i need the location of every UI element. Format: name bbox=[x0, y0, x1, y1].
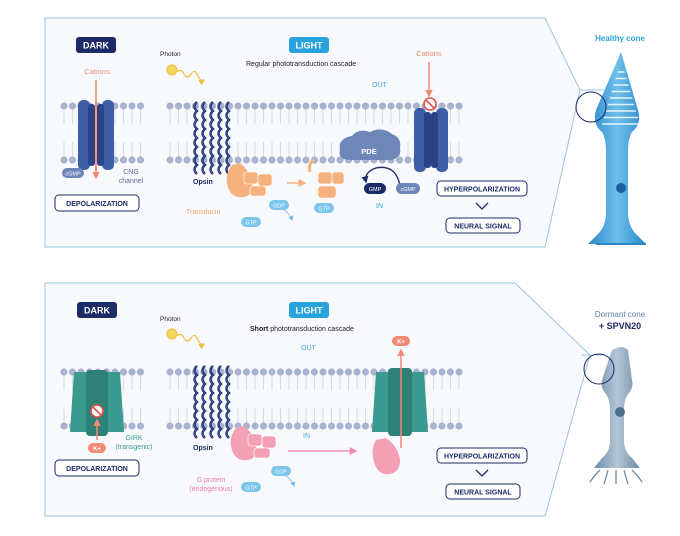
g-protein bbox=[230, 426, 277, 461]
gmp-label: GMP bbox=[369, 187, 382, 193]
depolarization-box-bottom bbox=[54, 459, 140, 477]
photon-label-bottom: Photon bbox=[160, 316, 181, 323]
gtp-pill-b bbox=[314, 203, 334, 213]
k-label-left: K+ bbox=[93, 447, 101, 453]
gtp-pill-a bbox=[241, 217, 261, 227]
light-badge-bottom-label: LIGHT bbox=[296, 306, 323, 316]
girk-label-2: (transgenic) bbox=[116, 444, 153, 451]
cng-label-2: channel bbox=[119, 178, 144, 185]
k-label-right: K+ bbox=[397, 340, 405, 346]
chevron-down-icon-bottom bbox=[475, 469, 489, 477]
pde-cycle-arrow bbox=[361, 166, 401, 187]
dormant-cone-label-2: + SPVN20 bbox=[599, 321, 641, 331]
dark-badge-label: DARK bbox=[83, 41, 109, 51]
pde-enzyme bbox=[339, 129, 401, 160]
neural-signal-box bbox=[445, 217, 521, 234]
light-badge-label: LIGHT bbox=[296, 41, 323, 51]
neural-signal-bottom-label: NEURAL SIGNAL bbox=[454, 490, 512, 497]
light-badge bbox=[289, 37, 329, 53]
gprotein-label-1: G protein bbox=[197, 477, 226, 484]
depolarization-label: DEPOLARIZATION bbox=[66, 201, 128, 208]
cations-left-label: Cations bbox=[84, 67, 110, 76]
cations-right-label: Cations bbox=[416, 49, 442, 58]
subtitle-rest: phototransduction cascade bbox=[268, 326, 354, 333]
photon-wave-bottom bbox=[176, 333, 205, 350]
in-label: IN bbox=[376, 203, 383, 210]
top-panel: DARK LIGHT Regular phototransduction cas… bbox=[54, 34, 646, 245]
photon-icon-bottom bbox=[166, 328, 178, 340]
gtp-label-bottom: GTP bbox=[245, 486, 257, 492]
cng-channel-right bbox=[414, 108, 448, 172]
transducin-2 bbox=[308, 158, 345, 199]
transducin-label: Transducin bbox=[186, 209, 220, 216]
neural-signal-label: NEURAL SIGNAL bbox=[454, 224, 512, 231]
gdp-label-bottom: GDP bbox=[275, 470, 287, 476]
pde-label: PDE bbox=[361, 147, 376, 156]
photon-label: Photon bbox=[160, 51, 181, 58]
opsin-top bbox=[193, 101, 231, 175]
neural-signal-box-bottom bbox=[445, 483, 521, 500]
out-label: OUT bbox=[372, 82, 388, 89]
hyperpolarization-bottom-label: HYPERPOLARIZATION bbox=[444, 454, 520, 461]
hyperpolarization-box-bottom bbox=[436, 447, 528, 464]
opsin-label-top: Opsin bbox=[193, 179, 213, 186]
transducin-1 bbox=[226, 163, 273, 198]
gdp-pill bbox=[269, 200, 289, 210]
gtp-label-b: GTP bbox=[318, 207, 330, 213]
subtitle-bold: Short bbox=[250, 326, 269, 333]
depolarization-box bbox=[54, 194, 140, 212]
cgmp-right-label: cGMP bbox=[400, 187, 416, 193]
photon-icon bbox=[166, 64, 178, 76]
k-pill-left bbox=[88, 443, 106, 453]
out-label-bottom: OUT bbox=[301, 345, 317, 352]
gdp-label: GDP bbox=[273, 204, 285, 210]
gprotein-label-2: (endogenous) bbox=[189, 486, 232, 493]
subtitle: Regular phototransduction cascade bbox=[246, 61, 356, 68]
opsin-bottom bbox=[193, 365, 231, 439]
dormant-cone-cell bbox=[589, 347, 643, 485]
dormant-cone-label-1: Dormant cone bbox=[595, 310, 646, 319]
gdp-pill-bottom bbox=[271, 466, 291, 476]
cng-label-1: CNG bbox=[123, 169, 139, 176]
k-pill-right bbox=[392, 336, 410, 346]
light-badge-bottom bbox=[289, 302, 329, 318]
gtp-label-a: GTP bbox=[245, 221, 257, 227]
gtp-pill-bottom bbox=[241, 482, 261, 492]
gmp-pill bbox=[364, 183, 386, 194]
girk-channel-right bbox=[372, 368, 428, 436]
chevron-down-icon bbox=[475, 202, 489, 210]
bottom-panel: DARK LIGHT Short phototransduction casca… bbox=[54, 302, 646, 500]
photon-wave bbox=[176, 69, 205, 86]
zoom-circle-bottom bbox=[583, 353, 615, 385]
dark-badge-bottom-label: DARK bbox=[84, 306, 110, 316]
hyperpolarization-box bbox=[436, 180, 528, 197]
dark-badge-bottom bbox=[77, 302, 117, 318]
cng-channel-left bbox=[78, 100, 114, 170]
girk-label-1: GIRK bbox=[125, 435, 142, 442]
cgmp-left-pill bbox=[62, 168, 84, 178]
hyperpolarization-label: HYPERPOLARIZATION bbox=[444, 187, 520, 194]
zoom-circle-top bbox=[575, 91, 607, 123]
healthy-cone-cell bbox=[588, 52, 646, 245]
in-label-bottom: IN bbox=[303, 433, 310, 440]
subtitle-bottom: Short phototransduction cascade bbox=[250, 326, 354, 333]
healthy-cone-label: Healthy cone bbox=[595, 34, 645, 43]
dark-badge bbox=[76, 37, 116, 53]
cgmp-right-pill bbox=[396, 183, 420, 194]
depolarization-bottom-label: DEPOLARIZATION bbox=[66, 466, 128, 473]
opsin-label-bottom: Opsin bbox=[193, 445, 213, 452]
gprotein-bound bbox=[372, 438, 400, 475]
girk-channel-left bbox=[70, 370, 124, 436]
cgmp-left-label: cGMP bbox=[65, 172, 81, 178]
